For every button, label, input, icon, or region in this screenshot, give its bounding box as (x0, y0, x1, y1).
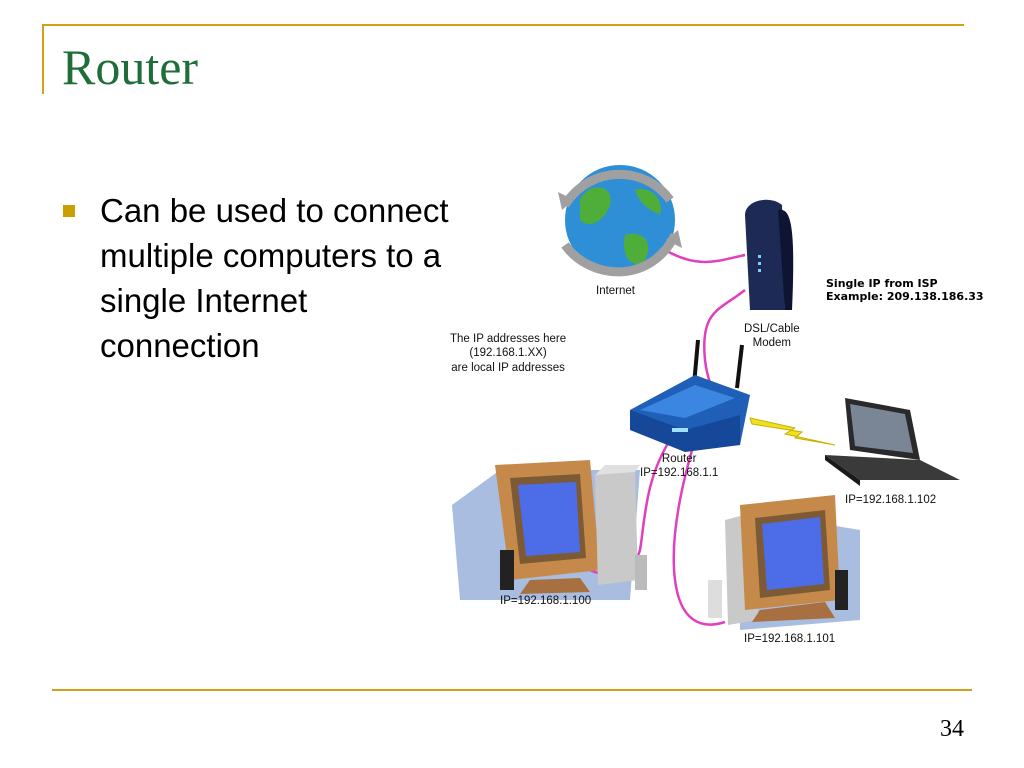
pc-right-icon (708, 495, 848, 625)
local-note-line1: The IP addresses here (450, 333, 567, 345)
isp-note-line1: Single IP from ISP (826, 277, 938, 290)
bullet-text: Can be used to connect multiple computer… (100, 192, 449, 364)
local-note-line3: are local IP addresses (451, 361, 565, 374)
pc-left-ip-label: IP=192.168.1.100 (500, 595, 592, 607)
modem-label: DSL/Cable Modem (744, 322, 800, 351)
laptop-ip-label: IP=192.168.1.102 (845, 494, 937, 506)
router-icon (630, 339, 750, 452)
frame-top-line (42, 24, 964, 26)
slide-title: Router (62, 39, 199, 95)
router-label-line2: IP=192.168.1.1 (640, 467, 719, 480)
footer-line (52, 689, 972, 691)
isp-note: Single IP from ISP Example: 209.138.186.… (826, 277, 984, 303)
router-label: Router IP=192.168.1.1 (640, 452, 718, 481)
cable-globe-modem (664, 248, 746, 264)
wireless-bolt-icon (749, 417, 836, 446)
laptop-icon (825, 398, 960, 486)
frame-left-line (42, 24, 44, 94)
router-label-line1: Router (661, 453, 697, 465)
local-ip-note: The IP addresses here (192.168.1.XX) are… (450, 332, 566, 375)
internet-label: Internet (596, 285, 635, 297)
pc-right-ip-label: IP=192.168.1.101 (744, 633, 836, 645)
modem-icon (745, 199, 794, 310)
modem-label-line2: Modem (752, 337, 791, 350)
network-diagram: Internet DSL/Cable Modem Single IP from … (440, 160, 1000, 660)
local-note-line2: (192.168.1.XX) (469, 347, 547, 360)
diagram-graphics (452, 165, 960, 630)
cable-router-pcright (672, 439, 726, 626)
globe-icon (558, 165, 682, 277)
bullet-marker (63, 205, 75, 217)
isp-note-line2: Example: 209.138.186.33 (826, 290, 984, 304)
page-number: 34 (940, 716, 964, 742)
pc-left-icon (495, 460, 647, 594)
modem-label-line1: DSL/Cable (744, 323, 800, 335)
